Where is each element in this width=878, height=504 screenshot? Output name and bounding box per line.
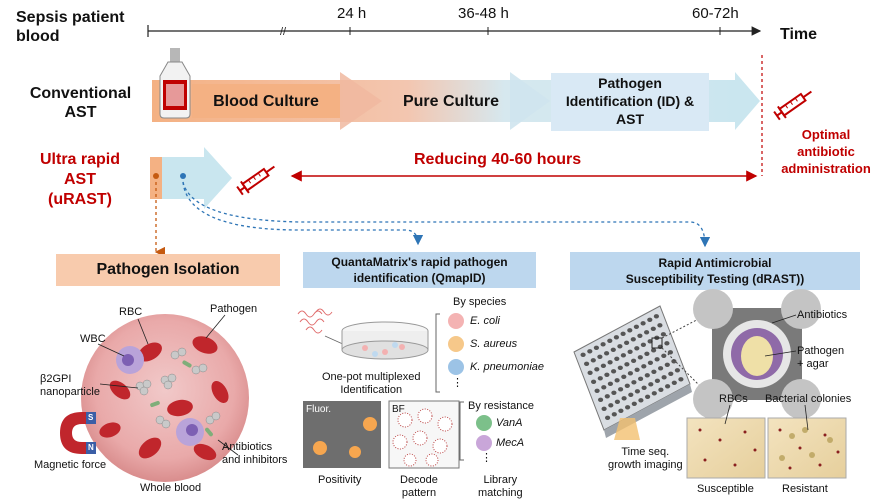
- syringe-icon-urast: [236, 165, 275, 196]
- pathogen-id-box: [551, 73, 709, 131]
- isolation-title-box: [56, 254, 280, 286]
- resistance-ellipsis: ⋮: [481, 452, 492, 464]
- label-whole-blood: Whole blood: [140, 482, 202, 494]
- tick-24h: 24 h: [337, 5, 367, 22]
- isolation-title: Pathogen Isolation: [96, 261, 240, 278]
- label-resistant: Resistant: [782, 483, 828, 495]
- species-saureus: S. aureus: [470, 338, 518, 350]
- qmapid-illustration: [297, 308, 492, 469]
- label-rbcs: RBCs: [719, 393, 748, 405]
- blood-bottle-icon: [159, 48, 191, 119]
- label-bacterial-colonies: Bacterial colonies: [765, 393, 852, 405]
- resistance-vana: VanA: [496, 417, 523, 429]
- label-susceptible: Susceptible: [697, 483, 754, 495]
- label-by-resistance: By resistance: [468, 400, 535, 412]
- magnet-n-label: N: [88, 443, 94, 452]
- tick-60-72h: 60-72h: [692, 5, 739, 22]
- connector-qmapid: [182, 181, 424, 246]
- magnet-icon: [60, 412, 96, 454]
- label-time-seq: Time seq.growth imaging: [608, 446, 683, 471]
- label-pathogen-agar: Pathogen+ agar: [797, 345, 845, 370]
- label-antibiotics: Antibiotics: [797, 309, 848, 321]
- urast-arrow: [150, 147, 232, 209]
- row-label-urast: Ultra rapid AST (uRAST): [39, 151, 120, 208]
- species-kpneumoniae: K. pneumoniae: [470, 361, 544, 373]
- species-ellipsis: ⋮: [452, 377, 463, 389]
- species-ecoli: E. coli: [470, 315, 500, 327]
- stage-blood-culture: Blood Culture: [213, 93, 319, 110]
- syringe-icon: [773, 90, 812, 121]
- label-fluor: Fluor.: [306, 404, 332, 415]
- blood-culture-box: [192, 84, 340, 118]
- tick-36-48h: 36-48 h: [458, 5, 509, 22]
- stage-pathogen-id-ast: Pathogen Identification (ID) & AST: [565, 75, 695, 127]
- resistance-meca: MecA: [496, 437, 525, 449]
- label-by-species: By species: [453, 296, 507, 308]
- row-label-sepsis: Sepsis patient blood: [16, 9, 125, 45]
- whole-blood-illustration: [81, 314, 249, 482]
- optimal-label: Optimal antibiotic administration: [781, 127, 871, 176]
- label-magnetic-force: Magnetic force: [34, 459, 107, 471]
- drast-illustration: [573, 289, 847, 479]
- axis-break-icon: //: [280, 26, 287, 38]
- magnet-s-label: S: [88, 413, 94, 422]
- row-label-conventional: Conventional AST: [29, 85, 132, 121]
- reducing-label: Reducing 40-60 hours: [414, 151, 582, 168]
- label-bf: BF: [392, 404, 405, 415]
- drast-title-box: [570, 252, 860, 290]
- axis-label-time: Time: [780, 26, 818, 43]
- qmapid-title-box: [303, 252, 536, 288]
- label-positivity: Positivity: [318, 474, 362, 486]
- label-rbc: RBC: [119, 306, 143, 318]
- label-wbc: WBC: [80, 333, 106, 345]
- label-pathogen: Pathogen: [210, 303, 258, 315]
- connector-drast: [182, 181, 711, 248]
- stage-pure-culture: Pure Culture: [402, 93, 499, 110]
